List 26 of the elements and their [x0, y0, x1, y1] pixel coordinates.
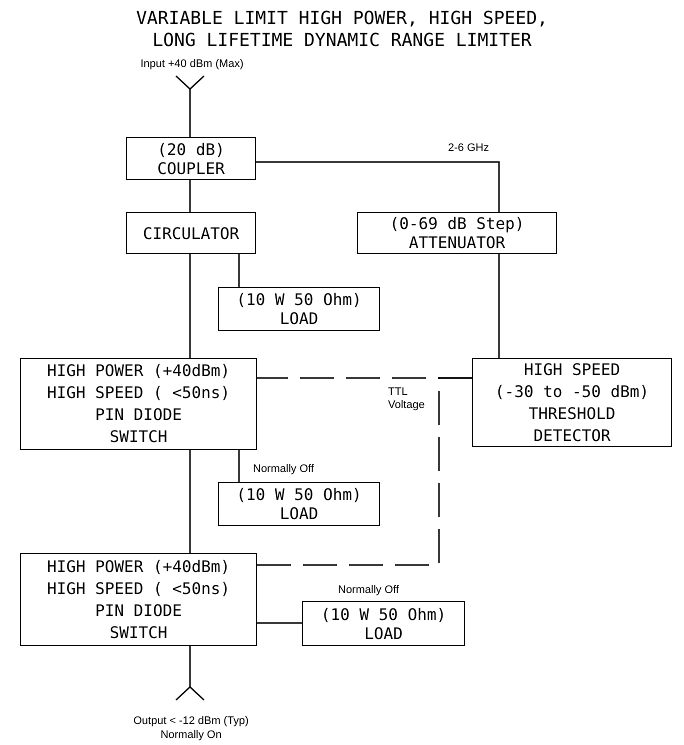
component-block: [218, 482, 380, 526]
component-block: [357, 212, 557, 254]
block-label: (10 W 50 Ohm) LOAD: [236, 290, 362, 328]
edge-label: TTL Voltage: [387, 386, 426, 412]
block-label: HIGH SPEED (-30 to -50 dBm) THRESHOLD DETECTOR: [494, 358, 650, 446]
edge-label: 2-6 GHz: [447, 142, 490, 155]
component-block: [126, 137, 256, 180]
component-block: [472, 358, 672, 447]
diagram-title: VARIABLE LIMIT HIGH POWER, HIGH SPEED, LONG LIFETIME DYNAMIC RANGE LIMITER: [135, 8, 549, 52]
state-note: Normally Off: [337, 584, 400, 597]
block-label: (10 W 50 Ohm) LOAD: [236, 485, 362, 523]
block-label: HIGH POWER (+40dBm) HIGH SPEED ( <50ns) PIN DIODE SWITCH: [46, 556, 230, 644]
component-block: [20, 553, 257, 646]
state-note: Normally Off: [252, 463, 315, 476]
block-label: CIRCULATOR: [142, 224, 240, 242]
component-block: [302, 601, 465, 646]
component-block: [218, 287, 380, 331]
state-note: Normally On: [159, 729, 223, 742]
component-block: [20, 358, 257, 450]
block-label: (20 dB) COUPLER: [157, 140, 225, 178]
component-block: [126, 212, 256, 254]
output-label: Output < -12 dBm (Typ): [132, 715, 250, 728]
input-label: Input +40 dBm (Max): [139, 58, 245, 71]
block-label: HIGH POWER (+40dBm) HIGH SPEED ( <50ns) PIN DIODE SWITCH: [46, 360, 230, 448]
block-label: (0-69 dB Step) ATTENUATOR: [390, 214, 524, 252]
block-label: (10 W 50 Ohm) LOAD: [320, 604, 446, 642]
